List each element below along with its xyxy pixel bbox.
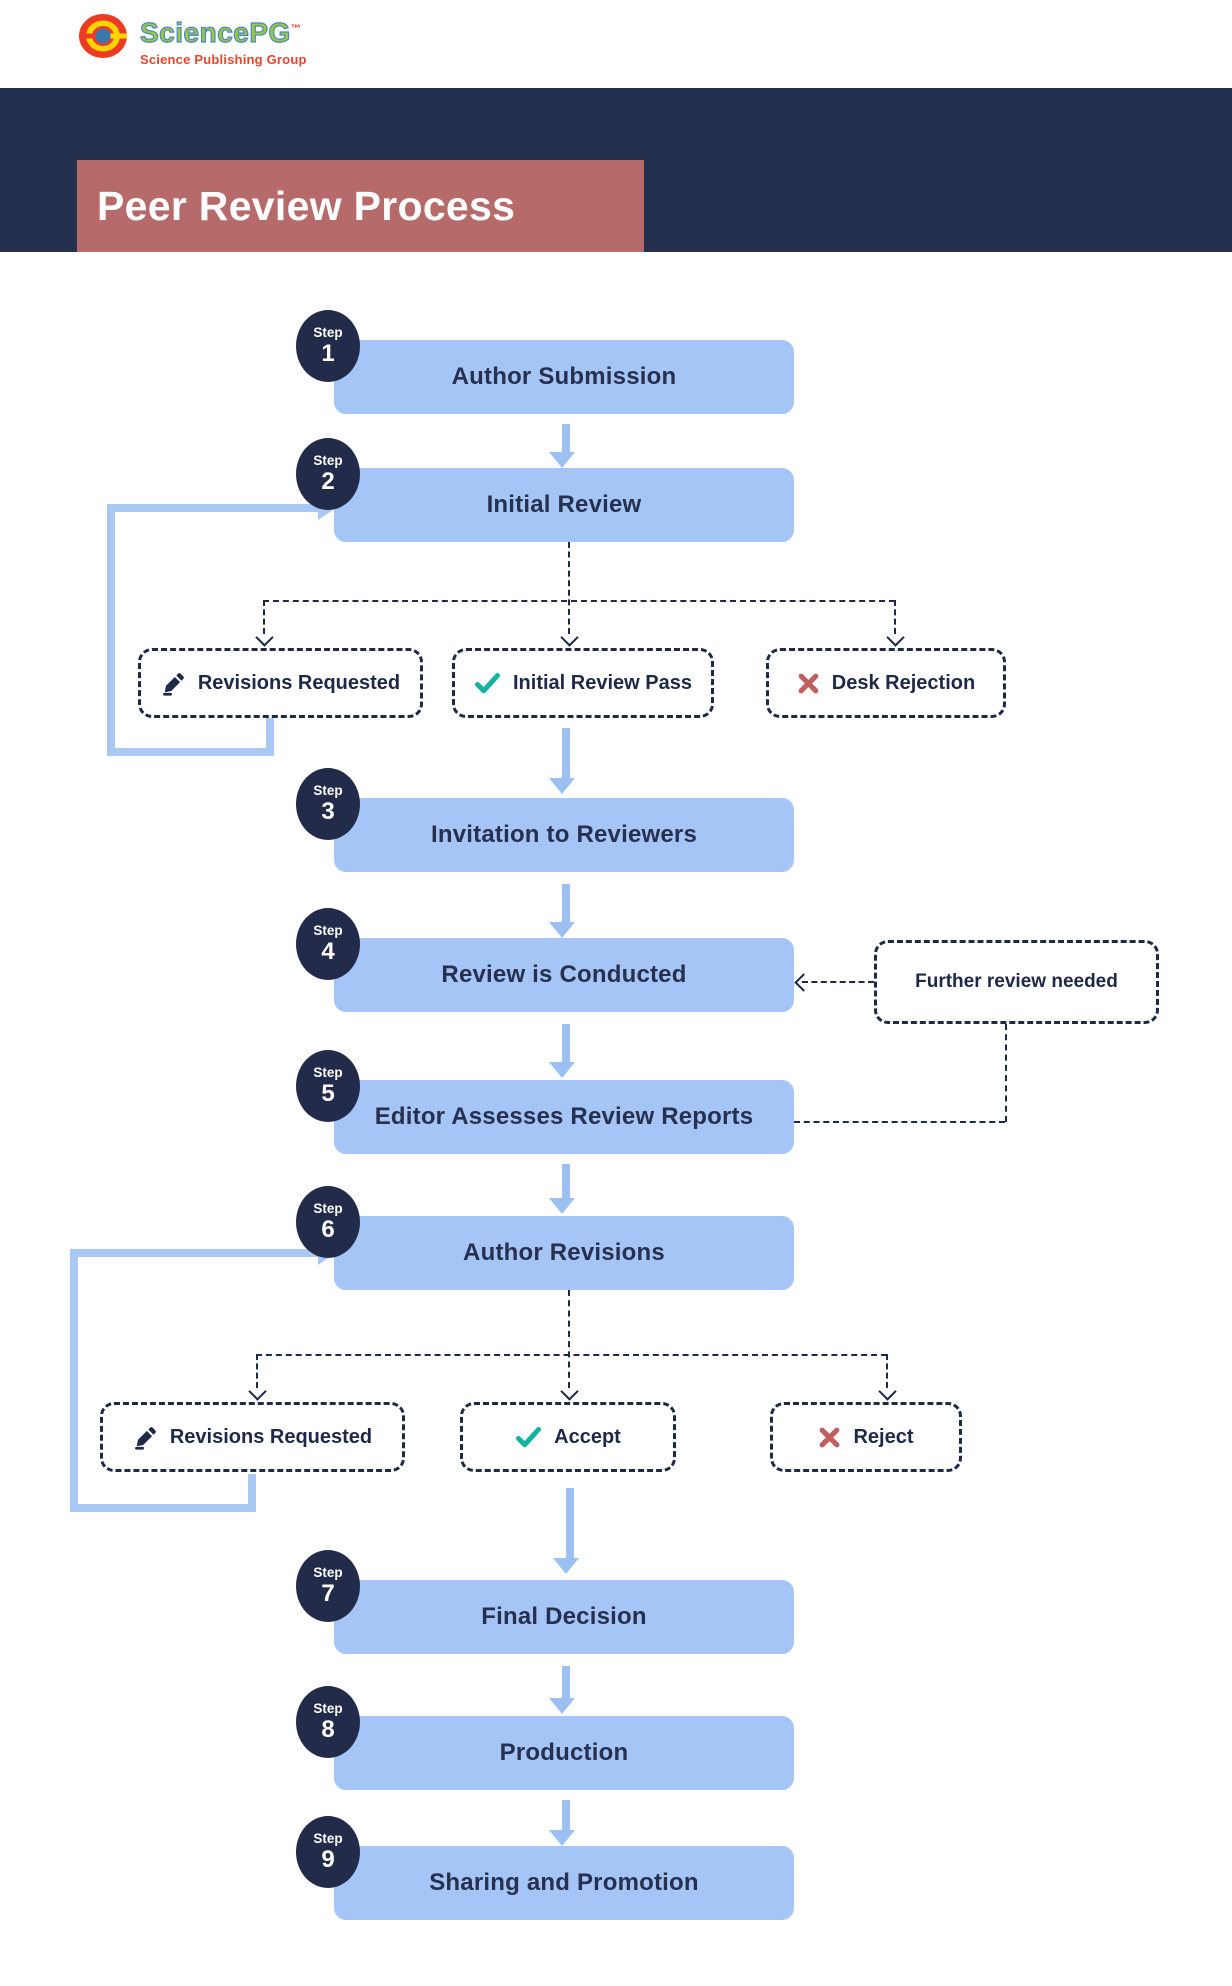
trademark: ™ — [290, 23, 302, 35]
dashed-arrowhead-down — [560, 1382, 579, 1401]
dashed-arrowhead-down — [878, 1382, 897, 1401]
dashed-further-review-arrow — [802, 981, 874, 983]
outcome-reject: Reject — [770, 1402, 962, 1472]
dashed-arrowhead-down — [255, 628, 274, 647]
dashed-arrowhead-left — [794, 973, 813, 992]
step-box-sharing-and-promotion: Sharing and Promotion — [334, 1846, 794, 1920]
arrowhead-step3-step4 — [549, 922, 575, 938]
pencil-icon — [161, 671, 186, 696]
outcome-accept: Accept — [460, 1402, 676, 1472]
arrow-pass-step3 — [562, 728, 570, 778]
page-title: Peer Review Process — [97, 182, 516, 229]
outcome-label: Reject — [853, 1425, 914, 1448]
step-box-editor-assesses-review-reports: Editor Assesses Review Reports — [334, 1080, 794, 1154]
outcome-label: Initial Review Pass — [513, 671, 692, 694]
outcome-initial-review-pass: Initial Review Pass — [452, 648, 714, 718]
check-icon — [474, 671, 501, 695]
outcome-label: Revisions Requested — [197, 671, 401, 694]
loop1-line — [107, 504, 318, 512]
brand-tagline: Science Publishing Group — [140, 51, 307, 67]
dashed-further-review-line — [1005, 1024, 1007, 1122]
dashed-distribution-line2 — [256, 1354, 887, 1356]
arrow-step3-step4 — [562, 884, 570, 922]
dashed-arrowhead-down — [886, 628, 905, 647]
dashed-stem-right2 — [886, 1354, 888, 1388]
arrow-step4-step5 — [562, 1024, 570, 1062]
dashed-stem-right — [894, 600, 896, 634]
step-box-invitation-to-reviewers: Invitation to Reviewers — [334, 798, 794, 872]
loop2-line — [248, 1474, 256, 1512]
arrowhead-step1-step2 — [549, 452, 575, 468]
step-box-production: Production — [334, 1716, 794, 1790]
loop2-line — [70, 1249, 318, 1257]
dashed-arrowhead-down — [560, 628, 579, 647]
arrow-step8-step9 — [562, 1800, 570, 1830]
arrow-step1-step2 — [562, 424, 570, 452]
loop2-line — [70, 1504, 256, 1512]
arrow-step5-step6 — [562, 1164, 570, 1198]
title-box: Peer Review Process — [77, 160, 644, 252]
arrowhead-accept-step7 — [553, 1558, 579, 1574]
dashed-further-review-line — [794, 1121, 1005, 1123]
header-band: SciencePG™ Science Publishing Group — [0, 0, 1232, 88]
dashed-stem-left — [263, 600, 265, 634]
outcome-label: Accept — [554, 1425, 621, 1448]
loop1-line — [107, 748, 274, 756]
x-icon — [797, 672, 820, 695]
loop2-line — [70, 1249, 78, 1512]
step-box-review-is-conducted: Review is Conducted — [334, 938, 794, 1012]
x-icon — [818, 1426, 841, 1449]
dashed-stem-left2 — [256, 1354, 258, 1388]
dashed-arrowhead-down — [248, 1382, 267, 1401]
arrow-step7-step8 — [562, 1666, 570, 1698]
arrowhead-step4-step5 — [549, 1062, 575, 1078]
dashed-stem-center2 — [568, 1290, 570, 1388]
outcome-revisions-requested-1: Revisions Requested — [138, 648, 423, 718]
step-box-initial-review: Initial Review — [334, 468, 794, 542]
sciencepg-logo-icon — [78, 13, 128, 64]
dashed-stem-center — [568, 542, 570, 634]
outcome-label: Desk Rejection — [831, 671, 976, 694]
check-icon — [515, 1425, 542, 1449]
pencil-icon — [133, 1425, 158, 1450]
side-note-label: Further review needed — [915, 971, 1118, 992]
brand-name: SciencePG™ — [139, 17, 302, 49]
step-box-author-revisions: Author Revisions — [334, 1216, 794, 1290]
loop1-line — [107, 504, 115, 756]
arrowhead-pass-step3 — [549, 778, 575, 794]
dashed-distribution-line — [263, 600, 895, 602]
arrow-accept-step7 — [566, 1488, 574, 1558]
loop1-line — [266, 718, 274, 756]
outcome-desk-rejection: Desk Rejection — [766, 648, 1006, 718]
step-box-author-submission: Author Submission — [334, 340, 794, 414]
outcome-revisions-requested-2: Revisions Requested — [100, 1402, 405, 1472]
arrowhead-step5-step6 — [549, 1198, 575, 1214]
outcome-label: Revisions Requested — [169, 1425, 373, 1448]
arrowhead-step7-step8 — [549, 1698, 575, 1714]
arrowhead-step8-step9 — [549, 1830, 575, 1846]
further-review-needed-box: Further review needed — [874, 940, 1159, 1024]
step-box-final-decision: Final Decision — [334, 1580, 794, 1654]
